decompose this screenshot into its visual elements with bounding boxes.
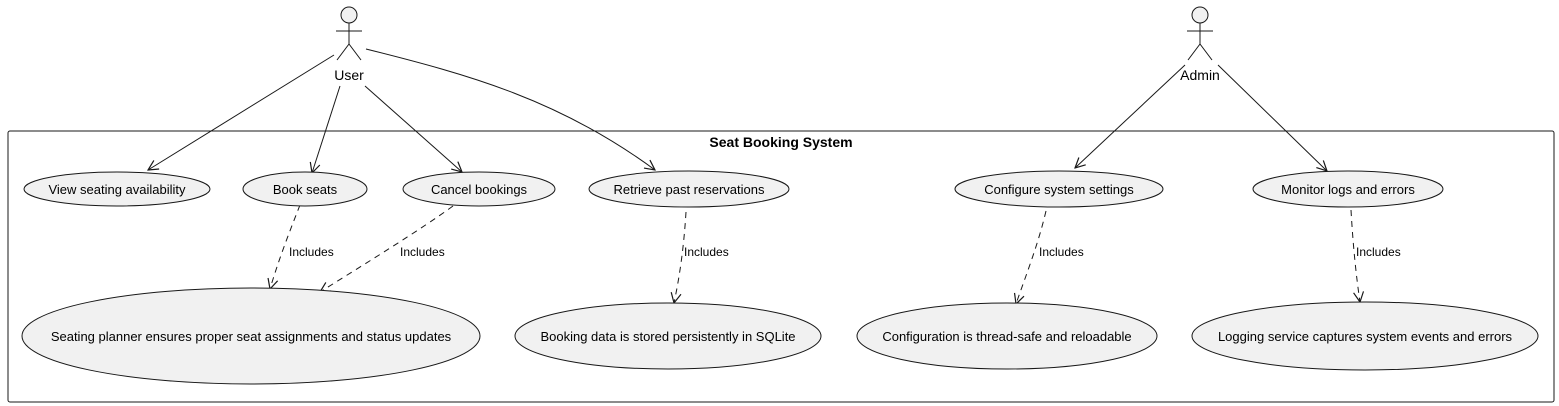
usecase-book-seats[interactable]: Book seats	[242, 171, 368, 207]
usecase-configuration-safe[interactable]: Configuration is thread-safe and reloada…	[856, 302, 1158, 370]
usecase-configuration-safe-label: Configuration is thread-safe and reloada…	[882, 329, 1131, 344]
usecase-retrieve-past[interactable]: Retrieve past reservations	[588, 170, 790, 208]
include-label: Includes	[684, 245, 729, 259]
associations	[148, 48, 1327, 173]
include-label: Includes	[400, 245, 445, 259]
actor-user-label: User	[334, 67, 364, 83]
assoc-admin-monitor-logs	[1217, 64, 1327, 171]
user-stick-figure-icon	[336, 6, 362, 61]
include-monitor-logging	[1350, 209, 1360, 302]
include-dependencies	[270, 204, 1360, 304]
usecase-cancel-bookings-label: Cancel bookings	[431, 182, 528, 197]
usecase-logging-service-label: Logging service captures system events a…	[1218, 329, 1513, 344]
actor-admin-label: Admin	[1180, 67, 1220, 83]
admin-stick-figure-icon	[1187, 6, 1213, 61]
usecase-monitor-logs-label: Monitor logs and errors	[1281, 182, 1415, 197]
system-title: Seat Booking System	[709, 134, 852, 150]
include-cancel-planner	[320, 205, 454, 292]
actor-admin[interactable]: Admin	[1180, 6, 1220, 83]
include-book-seats-planner	[270, 204, 301, 289]
usecase-seating-planner[interactable]: Seating planner ensures proper seat assi…	[21, 287, 481, 385]
assoc-user-retrieve-past	[365, 48, 655, 170]
usecase-cancel-bookings[interactable]: Cancel bookings	[402, 171, 556, 207]
usecase-book-seats-label: Book seats	[273, 182, 338, 197]
usecase-booking-data-label: Booking data is stored persistently in S…	[540, 329, 795, 344]
include-configure-config-safe	[1016, 210, 1047, 304]
usecase-configure-settings-label: Configure system settings	[984, 182, 1134, 197]
usecase-view-seating[interactable]: View seating availability	[23, 171, 211, 207]
assoc-user-view-seating	[148, 54, 335, 170]
include-label: Includes	[1039, 245, 1084, 259]
include-labels: Includes Includes Includes Includes Incl…	[289, 245, 1401, 259]
assoc-admin-configure-settings	[1075, 64, 1186, 168]
actor-user[interactable]: User	[334, 6, 364, 83]
usecase-booking-data[interactable]: Booking data is stored persistently in S…	[514, 302, 822, 370]
include-label: Includes	[289, 245, 334, 259]
assoc-user-book-seats	[312, 85, 341, 173]
usecase-configure-settings[interactable]: Configure system settings	[954, 170, 1164, 208]
usecase-logging-service[interactable]: Logging service captures system events a…	[1191, 301, 1539, 371]
assoc-user-cancel-bookings	[364, 85, 462, 172]
usecase-seating-planner-label: Seating planner ensures proper seat assi…	[51, 329, 452, 344]
usecase-retrieve-past-label: Retrieve past reservations	[613, 182, 765, 197]
include-retrieve-booking-data	[674, 211, 687, 303]
usecase-view-seating-label: View seating availability	[48, 182, 186, 197]
usecase-monitor-logs[interactable]: Monitor logs and errors	[1252, 170, 1444, 208]
include-label: Includes	[1356, 245, 1401, 259]
